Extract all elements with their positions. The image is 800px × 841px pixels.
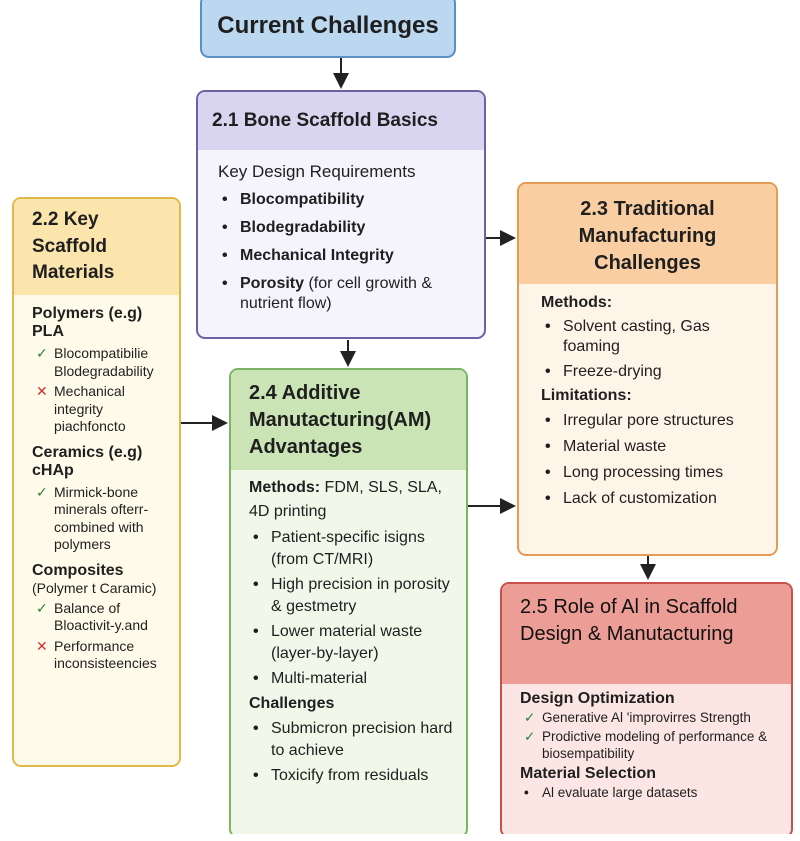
- list-item: •Porosity (for cell growith & nutrient f…: [222, 275, 433, 312]
- list-item: ✕Performance inconsisteencies: [36, 637, 157, 672]
- list-item: •Long processing times: [545, 464, 724, 481]
- key-design-label: Key Design Requirements: [218, 162, 416, 181]
- cross-icon: ✕: [36, 383, 48, 399]
- box-2-2: 2.2 Key Scaffold Materials Polymers (e.g…: [12, 197, 181, 767]
- check-icon: ✓: [524, 710, 536, 725]
- check-icon: ✓: [524, 728, 536, 744]
- list-item: ✓Balance of Bloactivit-y.and: [36, 599, 148, 634]
- list-item: ✕Mechanical integrity piachfoncto: [36, 383, 126, 434]
- material-selection-label: Material Selection: [520, 764, 657, 782]
- box-2-4: 2.4 Additive Manutacturing(AM) Advantage…: [229, 368, 468, 838]
- check-icon: ✓: [36, 345, 48, 361]
- list-item: •Irregular pore structures: [545, 412, 734, 429]
- box-2-1: 2.1 Bone Scaffold Basics Key Design Requ…: [196, 90, 486, 339]
- list-item: •Blocompatibility: [222, 191, 365, 208]
- check-icon: ✓: [36, 483, 48, 500]
- box-2-5-title: 2.5 Role of Al in Scaffold Design & Manu…: [502, 584, 791, 684]
- box-2-3: 2.3 Traditional Manufacturing Challenges…: [517, 182, 778, 556]
- box-2-1-title: 2.1 Bone Scaffold Basics: [198, 92, 484, 150]
- list-item: •Multi-material: [253, 670, 368, 687]
- box-2-4-title: 2.4 Additive Manutacturing(AM) Advantage…: [231, 370, 466, 470]
- list-item: •Toxicify from residuals: [253, 767, 429, 784]
- bottom-fade: [0, 834, 800, 841]
- list-item: ✓Mirmick-bone minerals ofterr-combined w…: [36, 483, 149, 553]
- check-icon: ✓: [36, 599, 48, 616]
- design-optimization-label: Design Optimization: [520, 690, 675, 707]
- list-item: •Freeze-drying: [545, 363, 662, 380]
- list-item: •Al evaluate large datasets: [524, 784, 698, 800]
- list-item: ✓Generative Al 'improvirres Strength: [524, 710, 751, 725]
- list-item: •Solvent casting, Gas foaming: [545, 318, 710, 355]
- box-2-3-title: 2.3 Traditional Manufacturing Challenges: [519, 184, 776, 284]
- list-item: •Submicron precision hard to achieve: [253, 720, 453, 759]
- list-item: •Lack of customization: [545, 490, 717, 507]
- current-challenges-box: Current Challenges: [200, 0, 456, 58]
- composites-heading: Composites: [32, 561, 124, 579]
- composites-note: (Polymer t Caramic): [32, 579, 157, 596]
- cross-icon: ✕: [36, 637, 48, 654]
- list-item: ✓Blocompatibilie Blodegradability: [36, 345, 154, 379]
- list-item: •Blodegradability: [222, 219, 366, 236]
- box-2-5: 2.5 Role of Al in Scaffold Design & Manu…: [500, 582, 793, 838]
- methods-label: Methods:: [541, 294, 613, 311]
- current-challenges-title: Current Challenges: [217, 12, 439, 39]
- limitations-label: Limitations:: [541, 387, 632, 404]
- list-item: •High precision in porosity & gestmetry: [253, 576, 450, 615]
- list-item: ✓Prodictive modeling of performance & bi…: [524, 728, 768, 761]
- list-item: •Mechanical Integrity: [222, 247, 394, 264]
- challenges-label: Challenges: [249, 695, 335, 712]
- polymers-heading: Polymers (e.g) PLA: [32, 305, 143, 340]
- list-item: •Material waste: [545, 438, 667, 455]
- list-item: •Lower material waste (layer-by-layer): [253, 623, 423, 662]
- box-2-2-title: 2.2 Key Scaffold Materials: [14, 199, 179, 295]
- am-methods: Methods: FDM, SLS, SLA, 4D printing: [249, 479, 442, 520]
- ceramics-heading: Ceramics (e.g) cHAp: [32, 443, 143, 479]
- list-item: •Patient-specific isigns (from CT/MRI): [253, 529, 425, 568]
